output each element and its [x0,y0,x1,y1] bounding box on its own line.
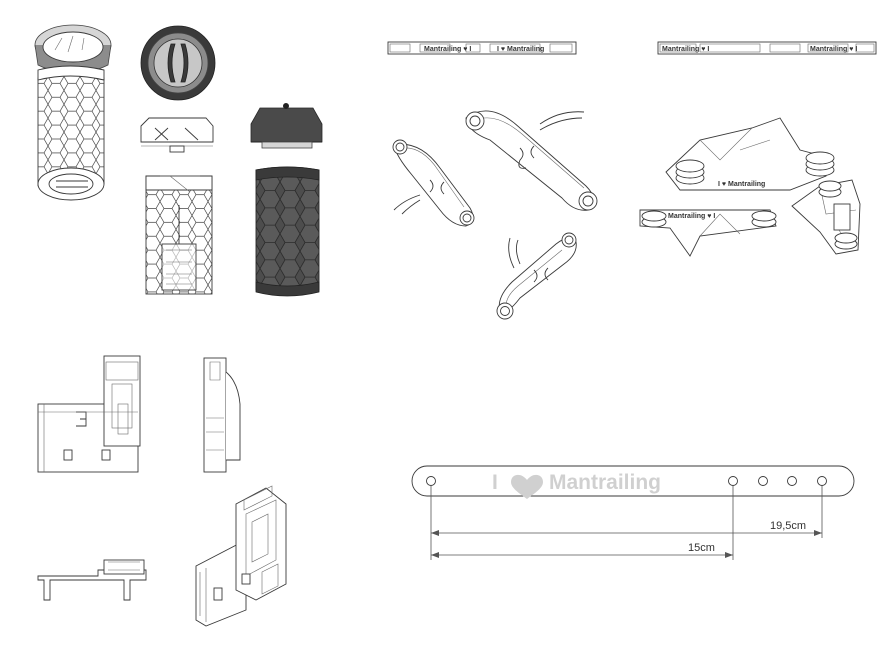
iso-tag-label-left: Mantrailing ♥ I [668,213,715,220]
strip-hole-2 [758,476,768,486]
container-body-dark-view [255,166,320,297]
hook-parts-outline [392,110,598,320]
hook-part-left [392,139,475,227]
collar-strip-dimension-view: I Mantrailing 19,5cm 15cm [411,465,855,560]
tag-strip-top-left: Mantrailing ♥ I I ♥ Mantrailing [387,41,577,55]
bracket-side-view [203,357,241,473]
tag-strip-flat-views: Mantrailing ♥ I I ♥ Mantrailing Mantrail… [387,41,877,55]
bracket-front-view [37,355,141,473]
iso-hook-left: Mantrailing ♥ I [639,209,777,257]
dim-arrow-15-right [725,552,733,558]
bracket-bottom-view [37,559,147,601]
dim-arrow-15-left [431,552,439,558]
dim-label-19-5cm: 19,5cm [770,520,806,532]
hook-part-bottom [496,232,577,320]
container-wireframe-front-view [145,175,213,295]
strip-hole-1 [728,476,738,486]
dim-arrow-19-right [814,530,822,536]
iso-hook-right [791,179,861,255]
container-lid-top-view [140,25,216,101]
hook-parts-isometric: I ♥ Mantrailing Mantrailing ♥ I [639,117,861,257]
dim-label-15cm: 15cm [688,542,715,554]
iso-hook-top: I ♥ Mantrailing [665,117,835,191]
container-lid-side-view [250,103,323,149]
strip-top-right-label: Mantrailing ♥ I [662,46,709,53]
holder-bracket-views [37,355,287,627]
strip-heart-icon [511,474,543,499]
cylinder-container-views [34,24,323,297]
strip-embossed-word: Mantrailing [549,471,661,494]
strip-top-label: Mantrailing ♥ I [424,46,471,53]
strip-top-right-label-2: Mantrailing ♥ I [810,46,857,53]
clip-wire-view [140,117,214,153]
strip-hole-end [426,476,436,486]
strip-hole-3 [787,476,797,486]
strip-hole-4 [817,476,827,486]
dim-arrow-19-left [431,530,439,536]
hook-part-middle [465,110,598,211]
strip-top-label-2: I ♥ Mantrailing [497,46,544,53]
iso-tag-label-top: I ♥ Mantrailing [718,181,765,188]
strip-embossed-i: I [492,471,498,494]
container-isometric-assembled [34,24,112,201]
tag-strip-top-right: Mantrailing ♥ I Mantrailing ♥ I [657,41,877,55]
bracket-isometric-view [195,485,287,627]
